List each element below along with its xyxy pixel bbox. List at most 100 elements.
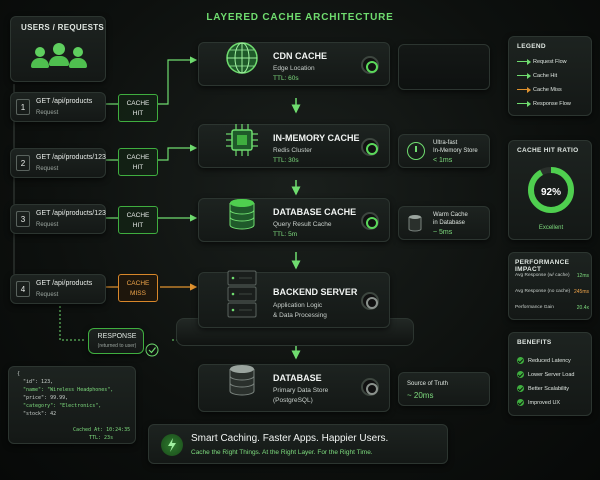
status-toggle[interactable] [361,292,379,310]
info-line-2: in Database [433,220,466,226]
globe-icon [223,39,261,77]
layer-name: DATABASE [273,373,322,383]
perf-row: Avg Response (w/ cache)12ms [515,273,589,279]
footer-headline: Smart Caching. Faster Apps. Happier User… [191,433,389,444]
tag-line-2: MISS [130,290,146,297]
edge-map-panel [398,44,490,90]
legend-item: Cache Hit [517,73,557,79]
layer-database-cache[interactable]: DATABASE CACHE Query Result Cache TTL: 5… [198,198,390,242]
response-box: RESPONSE (returned to user) [88,328,144,354]
request-item[interactable]: 2 GET /api/products/123 Request [10,148,106,178]
arrow-right-icon [517,101,531,106]
benefit-item: Lower Server Load [517,371,574,378]
request-path: GET /api/products [36,98,93,105]
user-icon [31,47,49,68]
info-line-1: Ultra-fast [433,140,458,146]
benefits-title: BENEFITS [517,339,552,346]
request-path: GET /api/products/123 [36,154,106,161]
check-icon [517,371,524,378]
database-stack-icon [223,195,261,233]
request-item[interactable]: 3 GET /api/products/123 Request [10,204,106,234]
response-check-circle [145,343,159,357]
layer-name: CDN CACHE [273,51,327,61]
legend-item: Response Flow [517,101,571,107]
status-toggle[interactable] [361,378,379,396]
benefits-panel: BENEFITS Reduced Latency Lower Server Lo… [508,332,592,416]
layer-name: DATABASE CACHE [273,207,357,217]
server-rack-icon [223,267,261,323]
arrow-right-icon [517,87,531,92]
cache-hit-tag: CACHE HIT [118,206,158,234]
code-line: "name": "Wireless Headphones", [23,387,114,393]
layer-cdn-cache[interactable]: CDN CACHE Edge Location TTL: 60s [198,42,390,86]
status-toggle[interactable] [361,56,379,74]
tag-line-1: CACHE [126,280,150,287]
request-item[interactable]: 4 GET /api/products Request [10,274,106,304]
user-icon [49,43,69,66]
request-item[interactable]: 1 GET /api/products Request [10,92,106,122]
perf-title: PERFORMANCE IMPACT [515,259,570,273]
footer-tagline: Cache the Right Things. At the Right Lay… [191,449,373,456]
diagram-title: LAYERED CACHE ARCHITECTURE [206,12,394,23]
layer-desc: Primary Data Store [273,387,329,394]
tag-line-2: HIT [132,110,144,117]
response-dashed-line [59,302,86,341]
request-label: Request [36,110,59,116]
chip-icon [223,121,261,159]
request-label: Request [36,222,59,228]
status-toggle[interactable] [361,212,379,230]
legend-item: Request Flow [517,59,567,65]
arrow-right-icon [517,59,531,64]
info-database: Source of Truth ~ 20ms [398,372,490,406]
footer-banner: Smart Caching. Faster Apps. Happier User… [148,424,448,464]
ratio-title: CACHE HIT RATIO [517,147,579,154]
req2-hit-arrow [158,144,198,161]
layer-in-memory-cache[interactable]: IN-MEMORY CACHE Redis Cluster TTL: 30s [198,124,390,168]
response-sub: (returned to user) [97,343,137,349]
cache-hit-ratio-panel: CACHE HIT RATIO 92% Excellent [508,140,592,240]
info-latency: < 1ms [433,157,453,164]
database-small-icon [407,213,423,233]
layer-ttl: TTL: 5m [273,231,298,238]
response-title: RESPONSE [97,333,137,340]
layer-desc: Application Logic [273,302,323,309]
cache-hit-tag: CACHE HIT [118,94,158,122]
ratio-label: Excellent [538,225,564,231]
tag-line-1: CACHE [126,154,150,161]
cache-hit-tag: CACHE HIT [118,148,158,176]
layer-name: BACKEND SERVER [273,287,358,297]
lightning-icon [161,434,183,456]
layer-desc: Edge Location [273,65,315,72]
performance-panel: PERFORMANCE IMPACT Avg Response (w/ cach… [508,252,592,320]
status-toggle[interactable] [361,138,379,156]
layer-database[interactable]: DATABASE Primary Data Store (PostgreSQL) [198,364,390,412]
users-title: USERS / REQUESTS [21,23,105,32]
stopwatch-icon [407,142,425,160]
check-icon [517,357,524,364]
code-ttl: TTL: 23s [89,435,114,441]
info-latency: ~ 5ms [433,229,453,236]
code-line: { [17,371,21,377]
cache-miss-tag: CACHE MISS [118,274,158,302]
user-icon [69,47,87,68]
info-line-2: In-Memory Store [433,148,478,154]
layer-backend-server[interactable]: BACKEND SERVER Application Logic & Data … [198,270,390,328]
database-icon [223,361,261,399]
request-number: 3 [16,211,30,227]
info-latency: ~ 20ms [407,391,434,400]
layer-ttl: TTL: 60s [273,75,299,82]
tag-line-1: CACHE [126,212,150,219]
req1-hit-arrow [158,56,198,105]
perf-row: Avg Response (no cache)245ms [515,289,589,295]
benefit-item: Improved UX [517,399,560,406]
tag-line-2: HIT [132,164,144,171]
code-line: "price": 99.99, [23,395,69,401]
ratio-arc [528,167,574,213]
request-number: 1 [16,99,30,115]
layer-name: IN-MEMORY CACHE [273,133,360,143]
legend-title: LEGEND [517,43,546,50]
check-icon [517,399,524,406]
request-label: Request [36,166,59,172]
json-response-panel: { "id": 123, "name": "Wireless Headphone… [8,366,136,444]
